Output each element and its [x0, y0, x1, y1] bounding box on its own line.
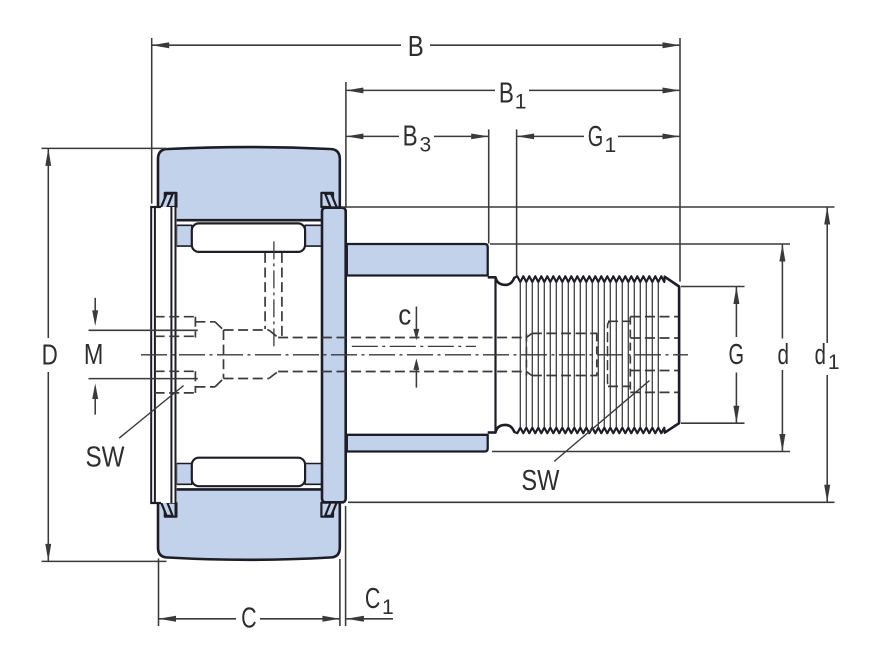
svg-text:SW: SW	[521, 465, 560, 497]
svg-text:3: 3	[420, 134, 432, 157]
svg-text:B: B	[408, 31, 424, 63]
svg-text:SW: SW	[86, 441, 126, 473]
svg-text:c: c	[398, 300, 411, 332]
svg-text:1: 1	[828, 351, 840, 374]
svg-text:G: G	[588, 121, 604, 153]
svg-text:C: C	[241, 603, 257, 635]
svg-text:M: M	[84, 339, 104, 371]
svg-text:1: 1	[382, 596, 394, 619]
svg-text:D: D	[42, 339, 58, 371]
svg-text:B: B	[499, 78, 514, 110]
svg-text:C: C	[365, 583, 381, 615]
svg-text:d: d	[815, 339, 826, 371]
svg-text:d: d	[778, 339, 790, 371]
svg-text:B: B	[403, 121, 418, 153]
svg-text:G: G	[729, 339, 745, 371]
svg-text:1: 1	[515, 91, 527, 114]
svg-text:1: 1	[605, 134, 617, 157]
